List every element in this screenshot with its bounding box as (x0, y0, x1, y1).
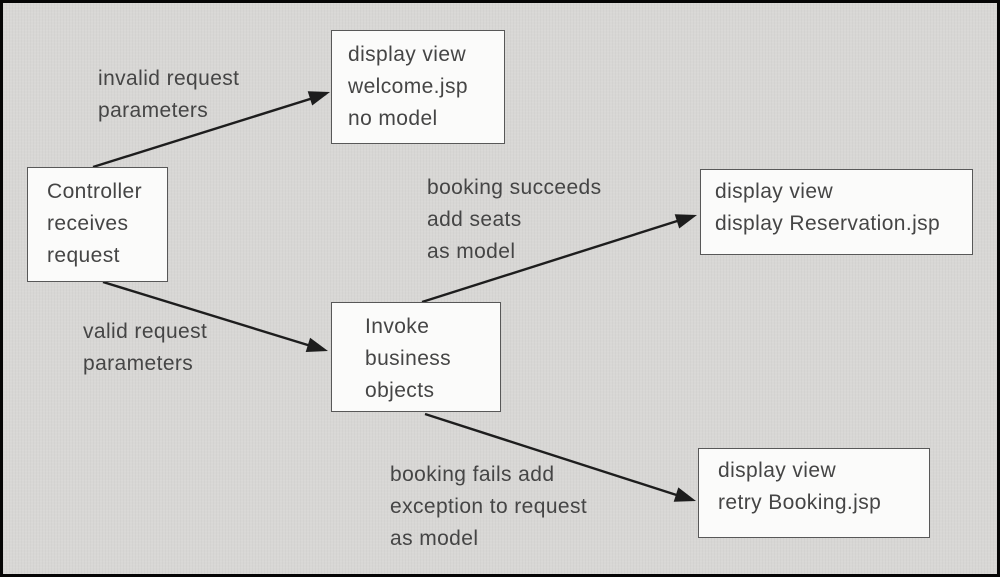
node-line: objects (365, 379, 435, 402)
arrow-booking-succeeds-line (421, 214, 694, 304)
edge-label-line: add seats (427, 208, 522, 231)
node-line: retry Booking.jsp (718, 491, 882, 514)
edge-label-valid-request: valid request parameters (83, 316, 207, 380)
edge-label-line: invalid request (98, 67, 240, 90)
edge-label-line: parameters (98, 99, 209, 122)
arrowhead-booking-succeeds-icon (674, 214, 697, 229)
edge-label-invalid-request: invalid request parameters (98, 63, 239, 127)
node-display-welcome-view: display view welcome.jsp no model (331, 30, 505, 144)
node-invoke-business-objects: Invoke business objects (331, 302, 501, 412)
node-line: receives (47, 212, 129, 235)
edge-label-booking-fails: booking fails add exception to request a… (390, 459, 587, 555)
arrowhead-booking-fails-icon (673, 487, 696, 502)
node-controller-receives-request: Controller receives request (27, 167, 168, 282)
node-line: request (47, 244, 120, 267)
node-line: display view (718, 459, 837, 482)
edge-label-line: booking succeeds (427, 176, 602, 199)
node-line: no model (348, 107, 438, 130)
edge-label-line: booking fails add (390, 463, 555, 486)
edge-label-line: valid request (83, 320, 208, 343)
edge-label-booking-succeeds: booking succeeds add seats as model (427, 172, 602, 268)
arrow-booking-fails (424, 412, 696, 502)
arrow-valid-request (102, 280, 328, 352)
arrow-valid-request-line (102, 280, 325, 352)
arrow-booking-succeeds (421, 214, 697, 304)
node-line: display view (348, 43, 467, 66)
node-line: welcome.jsp (348, 75, 468, 98)
arrow-booking-fails-line (424, 412, 693, 502)
arrow-invalid-request-line (92, 92, 327, 169)
node-display-reservation-view: display view display Reservation.jsp (700, 169, 973, 255)
arrowhead-invalid-request-icon (307, 91, 330, 106)
node-retry-booking-view: display view retry Booking.jsp (698, 448, 930, 538)
node-line: display Reservation.jsp (715, 212, 941, 235)
node-line: business (365, 347, 452, 370)
edge-label-line: exception to request (390, 495, 588, 518)
node-line: display view (715, 180, 834, 203)
arrowhead-valid-request-icon (305, 337, 328, 352)
arrow-invalid-request (92, 91, 330, 169)
edge-label-line: as model (390, 527, 479, 550)
node-line: Controller (47, 180, 143, 203)
edge-label-line: parameters (83, 352, 194, 375)
edge-label-line: as model (427, 240, 516, 263)
node-line: Invoke (365, 315, 430, 338)
